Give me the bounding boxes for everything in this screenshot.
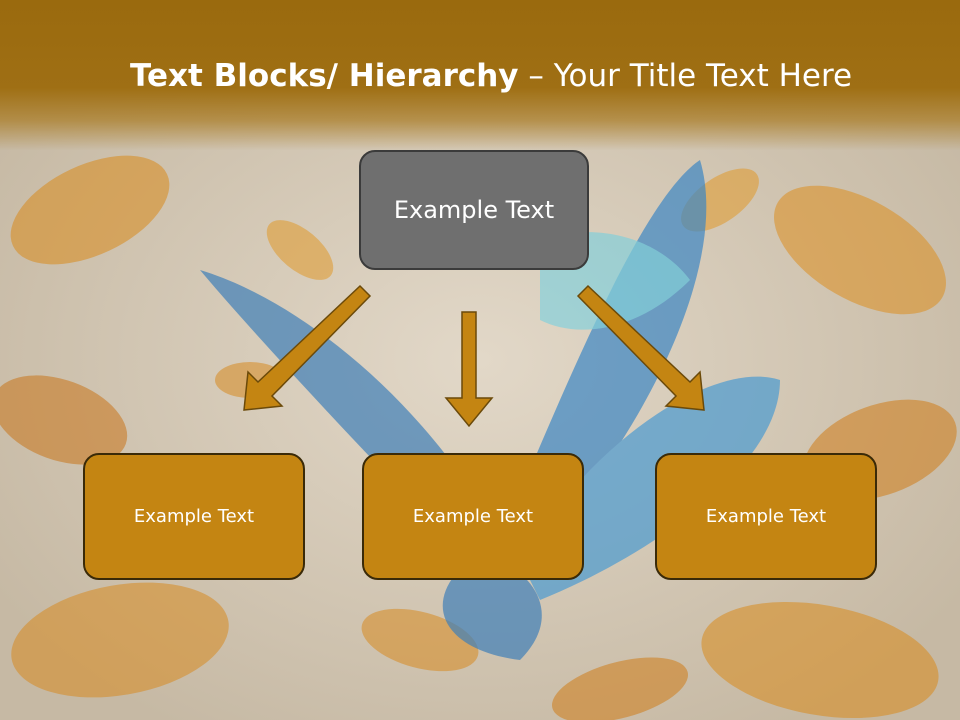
root-node[interactable]: Example Text [359,150,589,270]
child-node-2[interactable]: Example Text [362,453,584,580]
title-rest: – Your Title Text Here [518,58,853,94]
title-bold: Text Blocks/ Hierarchy [130,58,519,94]
root-node-label: Example Text [393,196,555,224]
child-node-label: Example Text [133,506,255,527]
slide-title: Text Blocks/ Hierarchy – Your Title Text… [130,56,930,96]
title-banner [0,0,960,150]
child-node-label: Example Text [412,506,534,527]
child-node-1[interactable]: Example Text [83,453,305,580]
child-node-3[interactable]: Example Text [655,453,877,580]
child-node-label: Example Text [705,506,827,527]
